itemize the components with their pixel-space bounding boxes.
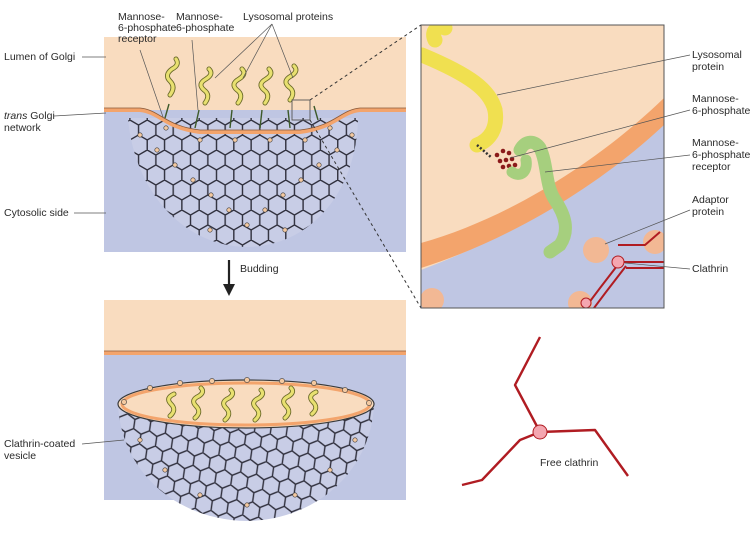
label-inset-clathrin: Clathrin bbox=[692, 263, 728, 275]
label-lysosomal-proteins: Lysosomal proteins bbox=[243, 11, 333, 23]
label-free-clathrin: Free clathrin bbox=[540, 457, 599, 469]
top-panel bbox=[104, 37, 406, 255]
vesicle-lumen bbox=[118, 380, 374, 428]
label-inset-adaptor-protein: Adaptor protein bbox=[692, 194, 732, 218]
inset-panel bbox=[420, 25, 667, 315]
label-lumen-of-golgi: Lumen of Golgi bbox=[4, 51, 75, 63]
label-inset-lysosomal-protein: Lysosomal protein bbox=[692, 49, 745, 73]
label-cytosolic-side: Cytosolic side bbox=[4, 207, 69, 219]
bottom-panel bbox=[104, 300, 406, 525]
label-m6p-top: Mannose- 6-phosphate bbox=[176, 11, 235, 34]
lumen-region-top bbox=[104, 37, 406, 110]
budding-arrow bbox=[223, 260, 235, 296]
label-inset-m6p: Mannose- 6-phosphate bbox=[692, 93, 751, 117]
lumen-region-bottom bbox=[104, 300, 406, 353]
label-clathrin-coated-vesicle: Clathrin-coated vesicle bbox=[4, 438, 78, 462]
free-clathrin-hub bbox=[533, 425, 547, 439]
label-budding: Budding bbox=[240, 263, 279, 275]
label-inset-m6p-receptor: Mannose- 6-phosphate receptor bbox=[692, 137, 753, 173]
label-trans-golgi-network: trans Golgi network bbox=[4, 110, 58, 134]
